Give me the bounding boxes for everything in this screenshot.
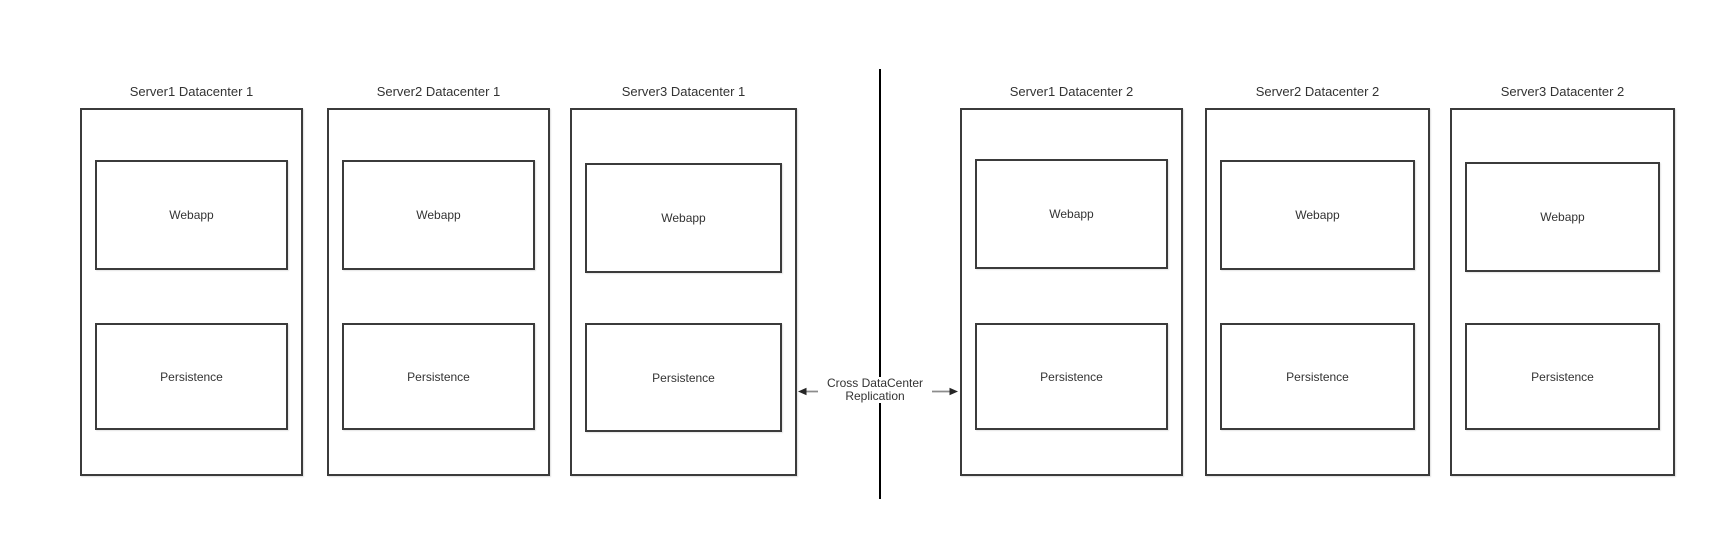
- persistence-box[interactable]: Persistence: [1465, 323, 1660, 430]
- server-box-dc2-s3[interactable]: Server3 Datacenter 2 Webapp Persistence: [1450, 84, 1675, 476]
- server-box-dc1-s2[interactable]: Server2 Datacenter 1 Webapp Persistence: [327, 84, 550, 476]
- server-box-dc1-s1[interactable]: Server1 Datacenter 1 Webapp Persistence: [80, 84, 303, 476]
- webapp-label: Webapp: [169, 208, 214, 222]
- server-title: Server3 Datacenter 1: [621, 84, 746, 99]
- webapp-box[interactable]: Webapp: [975, 159, 1168, 269]
- datacenter-divider-line[interactable]: [879, 69, 881, 499]
- server-title: Server2 Datacenter 2: [1255, 84, 1380, 99]
- webapp-box[interactable]: Webapp: [342, 160, 535, 270]
- persistence-box[interactable]: Persistence: [585, 323, 782, 432]
- webapp-label: Webapp: [1049, 207, 1094, 221]
- server-box-dc2-s1[interactable]: Server1 Datacenter 2 Webapp Persistence: [960, 84, 1183, 476]
- webapp-box[interactable]: Webapp: [1465, 162, 1660, 272]
- webapp-box[interactable]: Webapp: [1220, 160, 1415, 270]
- persistence-label: Persistence: [1040, 369, 1103, 384]
- persistence-label: Persistence: [1531, 369, 1594, 384]
- server-title: Server2 Datacenter 1: [376, 84, 501, 99]
- persistence-label: Persistence: [652, 370, 715, 385]
- server-title: Server3 Datacenter 2: [1500, 84, 1625, 99]
- server-title: Server1 Datacenter 1: [129, 84, 254, 99]
- persistence-box[interactable]: Persistence: [95, 323, 288, 430]
- persistence-box[interactable]: Persistence: [342, 323, 535, 430]
- persistence-label: Persistence: [1286, 369, 1349, 384]
- replication-label[interactable]: Cross DataCenter Replication: [818, 377, 932, 403]
- server-title: Server1 Datacenter 2: [1009, 84, 1134, 99]
- persistence-label: Persistence: [407, 369, 470, 384]
- webapp-label: Webapp: [1540, 210, 1585, 224]
- webapp-label: Webapp: [661, 211, 706, 225]
- persistence-box[interactable]: Persistence: [1220, 323, 1415, 430]
- server-box-dc2-s2[interactable]: Server2 Datacenter 2 Webapp Persistence: [1205, 84, 1430, 476]
- server-box-dc1-s3[interactable]: Server3 Datacenter 1 Webapp Persistence: [570, 84, 797, 476]
- persistence-box[interactable]: Persistence: [975, 323, 1168, 430]
- webapp-box[interactable]: Webapp: [585, 163, 782, 273]
- webapp-box[interactable]: Webapp: [95, 160, 288, 270]
- webapp-label: Webapp: [416, 208, 461, 222]
- webapp-label: Webapp: [1295, 208, 1340, 222]
- persistence-label: Persistence: [160, 369, 223, 384]
